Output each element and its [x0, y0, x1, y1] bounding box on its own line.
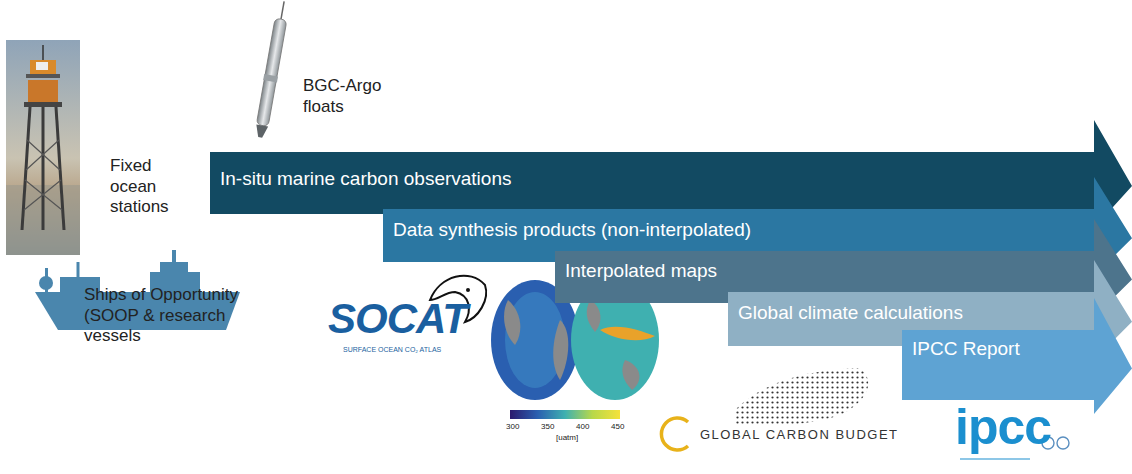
dotted-globe — [735, 368, 868, 426]
gcb-wordmark: GLOBAL CARBON BUDGET — [700, 427, 899, 443]
ship-label: Ships of Opportunity (SOOP & research ve… — [84, 285, 254, 347]
socat-tagline: SURFACE OCEAN CO₂ ATLAS — [343, 346, 441, 355]
colorbar-tick: 450 — [611, 422, 631, 432]
ipcc-wordmark: ipcc — [955, 402, 1055, 452]
colorbar-tick: 350 — [541, 422, 561, 432]
colorbar-unit: [uatm] — [556, 433, 596, 443]
gcb-logo-ring — [661, 418, 688, 450]
band-title: IPCC Report — [912, 338, 1020, 360]
station-label: Fixed ocean stations — [110, 156, 190, 218]
flow-band-arrow: IPCC Report — [902, 298, 1132, 414]
colorbar-tick: 400 — [576, 422, 596, 432]
colorbar-tick: 300 — [506, 422, 526, 432]
socat-wordmark: SOCAT — [328, 298, 478, 340]
band-title: In-situ marine carbon observations — [220, 168, 511, 190]
argo-float — [253, 0, 291, 138]
float-label: BGC-Argo floats — [303, 76, 393, 117]
band-title: Data synthesis products (non-interpolate… — [393, 219, 751, 241]
band-title: Interpolated maps — [565, 260, 717, 282]
station-photo — [6, 40, 80, 255]
band-title: Global climate calculations — [738, 302, 963, 324]
